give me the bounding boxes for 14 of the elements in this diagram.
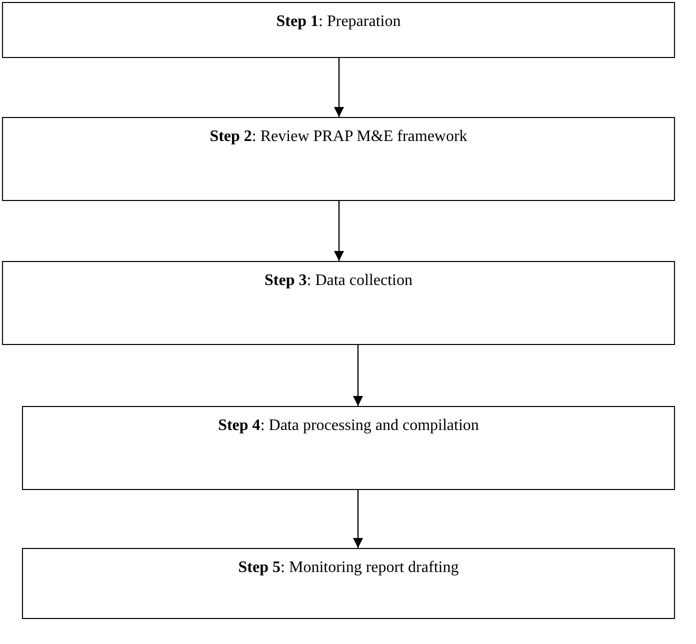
step-label: Step 5: Monitoring report drafting — [238, 559, 459, 577]
step-label: Step 3: Data collection — [264, 272, 412, 290]
process-box — [22, 406, 675, 490]
process-box — [2, 117, 675, 201]
arrow — [334, 58, 344, 117]
step-label: Step 1: Preparation — [276, 13, 401, 31]
step-label: Step 4: Data processing and compilation — [218, 417, 479, 435]
process-box — [2, 2, 675, 58]
process-box — [22, 548, 675, 619]
arrow — [334, 201, 344, 261]
step-label: Step 2: Review PRAP M&E framework — [210, 128, 468, 146]
process-box — [2, 261, 675, 345]
arrow — [353, 345, 363, 406]
arrow — [353, 490, 363, 548]
